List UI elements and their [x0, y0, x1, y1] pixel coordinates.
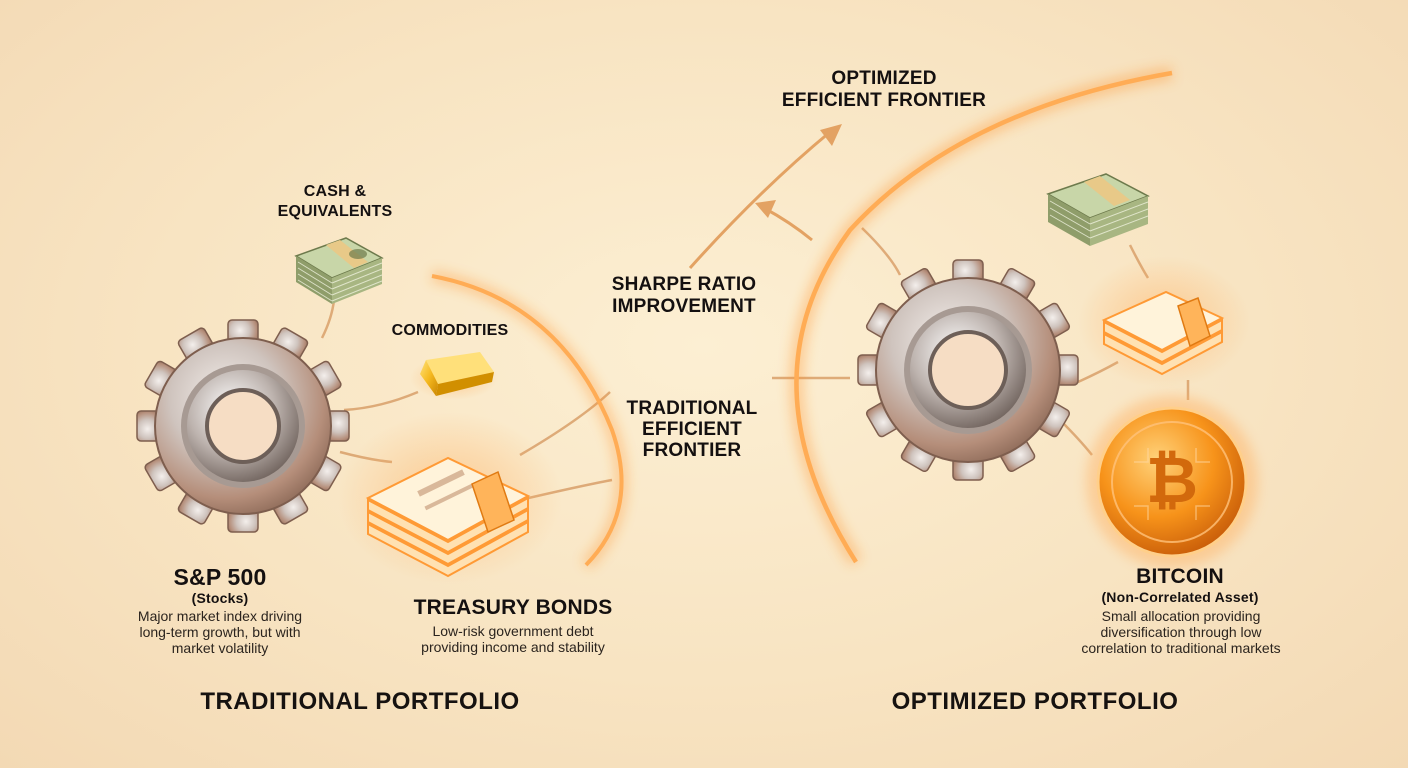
traditional-portfolio-heading: TRADITIONAL PORTFOLIO — [200, 688, 520, 715]
cash-label-line1: CASH & — [303, 183, 367, 200]
sp500-description: Major market index driving long-term gro… — [104, 608, 336, 656]
bitcoin-title: BITCOIN — [1136, 565, 1224, 588]
cash-stack-right-icon — [1046, 173, 1150, 246]
bonds-desc-line1: Low-risk government debt — [432, 623, 594, 639]
sharpe-ratio-label: SHARPE RATIO IMPROVEMENT — [602, 274, 766, 318]
sharpe-label-line1: SHARPE RATIO — [611, 274, 757, 295]
arrow-head-left — [755, 200, 776, 218]
bitcoin-desc-line3: correlation to traditional markets — [1081, 640, 1281, 656]
commodities-label: COMMODITIES — [391, 322, 509, 339]
sp500-desc-line3: market volatility — [171, 640, 269, 656]
sp500-gear-icon — [136, 319, 350, 533]
bitcoin-desc-line2: diversification through low — [1100, 624, 1262, 640]
optimized-frontier-line1: OPTIMIZED — [831, 68, 937, 89]
sp500-desc-line1: Major market index driving — [137, 608, 303, 624]
cash-label: CASH & EQUIVALENTS — [265, 182, 405, 222]
bitcoin-subtitle: (Non-Correlated Asset) — [1101, 589, 1259, 605]
optimized-frontier-arc — [794, 70, 1173, 564]
cash-stack-icon — [294, 237, 384, 304]
bitcoin-coin-icon: ₿ — [1086, 396, 1258, 568]
traditional-frontier-line3: FRONTIER — [642, 440, 742, 461]
cash-label-line2: EQUIVALENTS — [277, 203, 393, 220]
treasury-bonds-icon — [338, 412, 562, 584]
traditional-frontier-line2: EFFICIENT — [642, 419, 742, 440]
gold-bar-icon — [410, 352, 498, 400]
optimized-portfolio-heading: OPTIMIZED PORTFOLIO — [891, 688, 1179, 715]
bonds-title: TREASURY BONDS — [413, 596, 613, 619]
bitcoin-desc-line1: Small allocation providing — [1101, 608, 1261, 624]
traditional-frontier-arc — [431, 274, 624, 567]
bitcoin-description: Small allocation providing diversificati… — [1056, 608, 1306, 656]
optimized-frontier-label: OPTIMIZED EFFICIENT FRONTIER — [774, 68, 994, 112]
optimized-frontier-line2: EFFICIENT FRONTIER — [781, 90, 987, 111]
arrow-head-up — [820, 124, 842, 146]
sp500-desc-line2: long-term growth, but with — [139, 624, 301, 640]
bonds-stack-right-icon — [1078, 256, 1250, 388]
sp500-subtitle: (Stocks) — [191, 590, 249, 606]
traditional-frontier-label: TRADITIONAL EFFICIENT FRONTIER — [614, 398, 770, 461]
sharpe-label-line2: IMPROVEMENT — [612, 296, 756, 317]
svg-text:₿: ₿ — [1146, 444, 1198, 518]
improvement-arrows — [688, 130, 831, 270]
traditional-frontier-line1: TRADITIONAL — [626, 398, 758, 419]
optimized-gear-icon — [857, 259, 1079, 481]
bonds-description: Low-risk government debt providing incom… — [398, 623, 628, 655]
sp500-title: S&P 500 — [173, 564, 267, 590]
bonds-desc-line2: providing income and stability — [421, 639, 605, 655]
